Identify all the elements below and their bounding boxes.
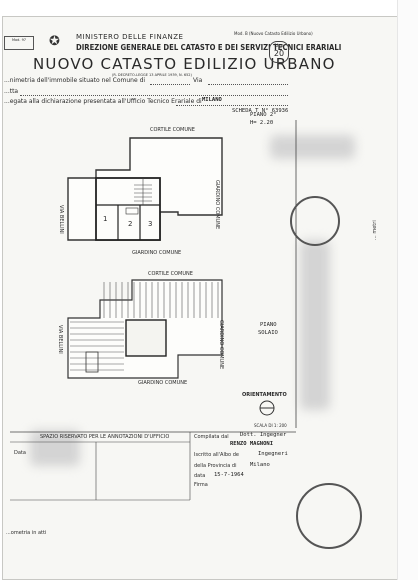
- ditta-line: [20, 95, 288, 96]
- model-note: Mod. B (Nuovo Catasto Edilizio Urbano): [234, 31, 313, 36]
- page-edge-strip: [397, 0, 418, 580]
- engineer-seal-icon: [296, 483, 362, 549]
- scale-label: SCALA DI 1: 200: [254, 423, 287, 428]
- declaration-label: ...egata alla dichiarazione presentata a…: [4, 98, 202, 105]
- orientation-label: ORIENTAMENTO: [242, 392, 287, 398]
- location-label: ...nimetria dell'immobile situato nel Co…: [4, 77, 146, 84]
- date-value: 15-7-1964: [214, 472, 244, 478]
- province-value: Milano: [250, 462, 270, 468]
- ufficio-line: [176, 105, 288, 106]
- law-note: (R. DECRETO-LEGGE 13 APRILE 1939, N. 652…: [112, 73, 192, 77]
- comune-line: [150, 84, 190, 85]
- upper-bottom-label: GIARDINO COMUNE: [132, 250, 182, 256]
- compiled-name: RENZO MAGNONI: [230, 441, 274, 447]
- lower-note-solaio: SOLAIO: [258, 330, 278, 336]
- redacted-strip: [300, 240, 330, 410]
- lower-bottom-label: GIARDINO COMUNE: [138, 380, 188, 386]
- upper-left-label: VIA BELLINI: [58, 205, 64, 234]
- ditta-label: ...tta: [4, 88, 19, 95]
- room-3: 3: [148, 220, 153, 228]
- height-note: H= 2.20: [250, 120, 274, 126]
- albo-value: Ingegneri: [258, 451, 288, 457]
- date-label: data: [194, 473, 206, 479]
- city-value: MILANO: [202, 97, 222, 103]
- upper-top-label: CORTILE COMUNE: [150, 127, 195, 133]
- left-data-label: Data: [14, 450, 26, 456]
- lower-top-label: CORTILE COMUNE: [148, 271, 193, 277]
- signature-label: Firma: [194, 482, 208, 488]
- via-line: [208, 84, 288, 85]
- lower-left-label: VIA BELLINI: [57, 325, 63, 354]
- lire-label: Lire: [274, 43, 284, 49]
- upper-floor-plan: [67, 137, 223, 241]
- scheda-number: SCHEDA T N° 63936: [232, 108, 289, 114]
- compiled-label: Compilata dal: [194, 434, 229, 440]
- upper-right-label: GIARDINO COMUNE: [214, 180, 220, 230]
- stamp-duty-box: Lire 20: [269, 41, 289, 63]
- lire-value: 20: [273, 49, 285, 58]
- via-label: Via: [193, 77, 203, 84]
- province-label: della Provincia di: [194, 463, 237, 469]
- direction-heading: DIREZIONE GENERALE DEL CATASTO E DEI SER…: [76, 43, 342, 52]
- ministry-heading: MINISTERO DELLE FINANZE: [76, 33, 184, 41]
- bottom-left-note: ...ometria in atti: [6, 530, 47, 536]
- document-title: NUOVO CATASTO EDILIZIO URBANO: [33, 55, 336, 73]
- room-1: 1: [103, 215, 108, 223]
- compiled-value: Dott. Ingegner: [240, 432, 287, 438]
- side-note: ... metri: [372, 220, 378, 240]
- redacted-area: [270, 135, 355, 159]
- form-code-box: Mod. 97: [4, 36, 34, 50]
- redacted-area-left: [30, 430, 80, 466]
- lower-note-piano: PIANO: [260, 322, 277, 328]
- lower-floor-plan: [67, 279, 223, 379]
- room-2: 2: [128, 220, 133, 228]
- official-seal-icon: [290, 196, 340, 246]
- albo-label: Iscritto all'Albo de: [194, 452, 239, 458]
- lower-right-label: GIARDINO COMUNE: [218, 320, 224, 370]
- floor-note: PIANO 2°: [250, 112, 277, 118]
- reserved-area-label: SPAZIO RISERVATO PER LE ANNOTAZIONI D'UF…: [40, 434, 170, 440]
- republic-emblem-icon: ✪: [49, 34, 60, 49]
